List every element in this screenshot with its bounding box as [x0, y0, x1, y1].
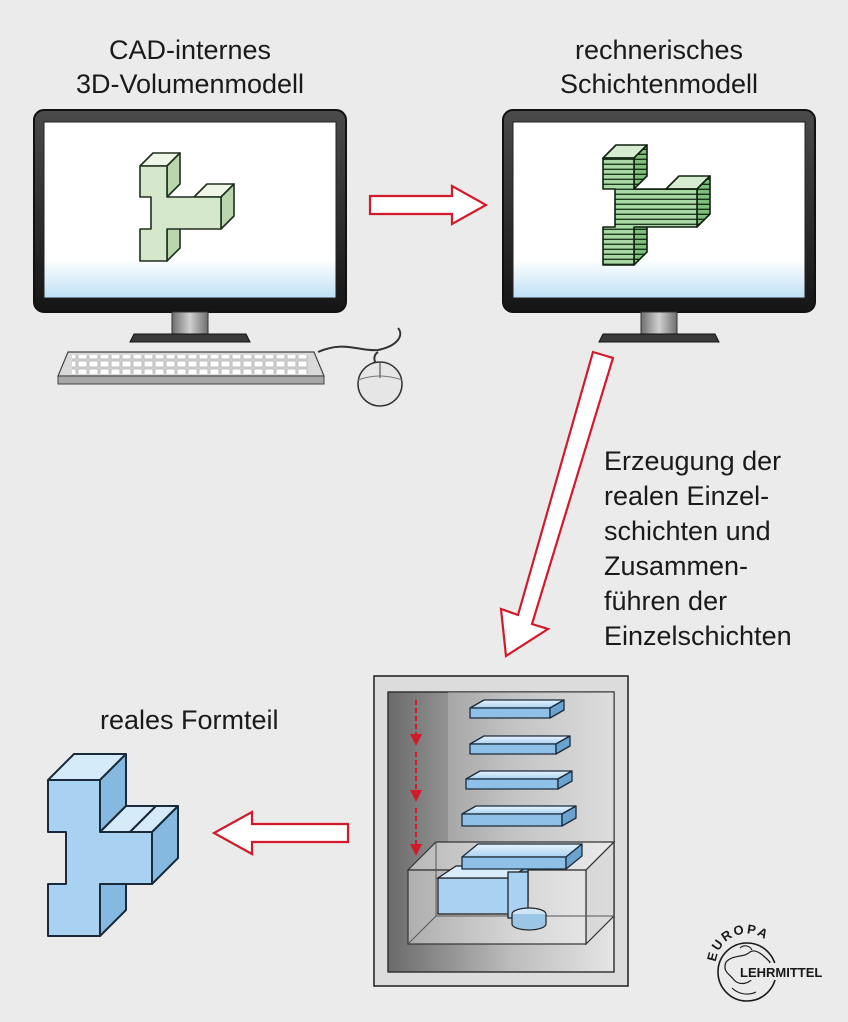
arrow-to-real-part — [211, 810, 350, 856]
europa-lehrmittel-logo: EUROPA LEHRMITTEL — [704, 921, 822, 1002]
arrow-to-layer-model — [368, 184, 489, 226]
cad-solid-model — [139, 152, 235, 262]
layer-model-label-line-1: rechnerisches — [574, 35, 744, 65]
cad-model-label-line-1: CAD-internes — [108, 35, 272, 65]
process-description-line-5: führen der — [604, 586, 728, 616]
process-description-line-2: realen Einzel- — [604, 481, 770, 511]
process-description: Erzeugung der realen Einzel- schichten u… — [604, 444, 792, 654]
build-machine — [373, 675, 629, 987]
arrow-to-machine — [499, 350, 615, 658]
layer-model-label: rechnerisches Schichtenmodell — [509, 33, 809, 101]
process-description-line-6: Einzelschichten — [604, 621, 792, 651]
layer-solid-model — [602, 144, 711, 266]
layer-model-label-line-2: Schichtenmodell — [559, 69, 759, 99]
process-description-line-3: schichten und — [604, 516, 771, 546]
keyboard — [57, 351, 325, 385]
logo-bottom-text: LEHRMITTEL — [740, 965, 822, 980]
real-part-label-text: reales Formteil — [100, 705, 279, 735]
cad-model-label: CAD-internes 3D-Volumenmodell — [40, 33, 340, 101]
real-part-model — [47, 753, 179, 937]
process-description-line-1: Erzeugung der — [604, 446, 782, 476]
process-description-line-4: Zusammen- — [604, 551, 749, 581]
layer-slabs — [461, 699, 583, 870]
cad-model-label-line-2: 3D-Volumenmodell — [75, 69, 305, 99]
mouse — [317, 327, 403, 407]
real-part-label: reales Formteil — [100, 703, 279, 737]
layer-feed-arrows — [410, 700, 422, 856]
